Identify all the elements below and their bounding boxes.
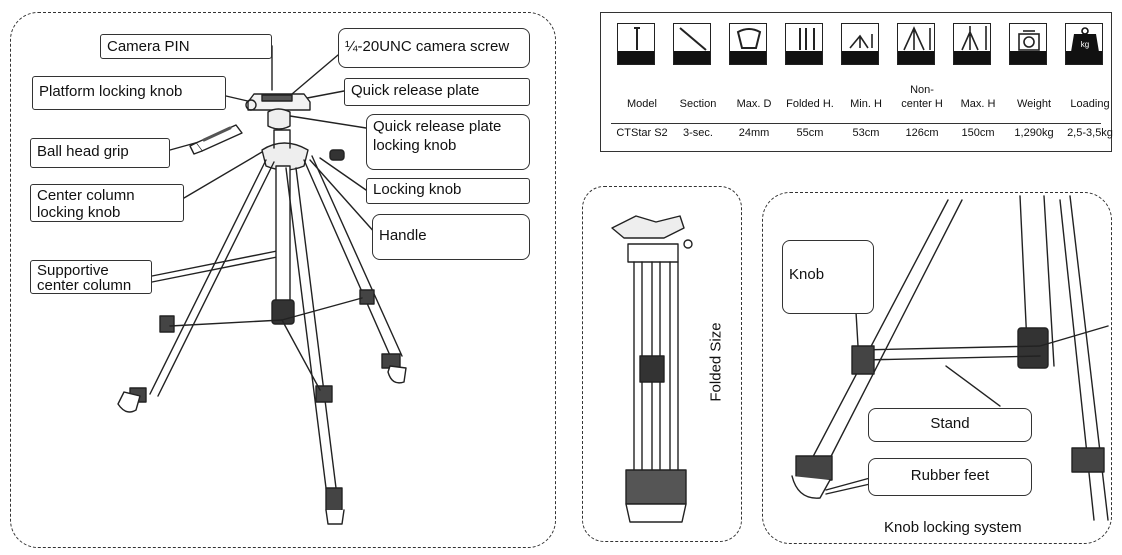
folded-size-title: Folded Size (707, 322, 725, 402)
header-section: Section (679, 98, 717, 110)
value-min-h: 53cm (852, 127, 880, 139)
tripod-overview-panel (10, 12, 556, 548)
leg-section-icon (617, 23, 655, 65)
label-qr-plate-locking-knob: Quick release plate locking knob (366, 114, 530, 170)
header-weight: Weight (1016, 98, 1052, 110)
label-rubber-feet: Rubber feet (868, 458, 1032, 496)
label-camera-screw: ¼-20UNC camera screw (338, 28, 530, 68)
header-min-h: Min. H (850, 98, 882, 110)
value-max-d: 24mm (738, 127, 770, 139)
value-weight: 1,290kg (1014, 127, 1054, 139)
header-loading: Loading (1070, 98, 1110, 110)
diameter-icon (673, 23, 711, 65)
label-center-column-locking-knob-line1: Center column (37, 187, 135, 204)
kg-text: kg (1081, 40, 1089, 49)
label-stand: Stand (868, 408, 1032, 442)
spec-table: kg Model Section Max. D Folded H. Min. H… (600, 12, 1113, 152)
leg-diameter-icon (729, 23, 767, 65)
label-camera-pin: Camera PIN (100, 34, 272, 59)
value-section: 3-sec. (683, 127, 713, 139)
value-model: CTStar S2 (616, 127, 668, 139)
value-max-h: 150cm (961, 127, 995, 139)
label-qr-plate-locking-knob-line2: locking knob (373, 137, 457, 154)
spec-divider (611, 123, 1101, 124)
label-supportive-center-column-line2: center column (37, 277, 132, 294)
label-supportive-center-column: Supportive center column (30, 260, 152, 294)
non-center-height-icon (897, 23, 935, 65)
folded-size-panel (582, 186, 742, 542)
label-platform-locking-knob: Platform locking knob (32, 76, 226, 110)
header-non-center-h: Non- center H (901, 84, 943, 110)
header-max-d: Max. D (736, 98, 772, 110)
knob-system-caption: Knob locking system (884, 519, 1022, 536)
label-center-column-locking-knob: Center column locking knob (30, 184, 184, 222)
weight-scale-icon (1009, 23, 1047, 65)
folded-height-icon (785, 23, 823, 65)
load-weight-icon: kg (1065, 23, 1103, 65)
label-knob: Knob (782, 240, 874, 314)
value-folded-h: 55cm (796, 127, 824, 139)
label-center-column-locking-knob-line2: locking knob (37, 204, 121, 221)
label-quick-release-plate: Quick release plate (344, 78, 530, 106)
label-locking-knob: Locking knob (366, 178, 530, 204)
label-handle: Handle (372, 214, 530, 260)
label-qr-plate-locking-knob-line1: Quick release plate (373, 118, 502, 135)
label-ball-head-grip: Ball head grip (30, 138, 170, 168)
value-non-center-h: 126cm (905, 127, 939, 139)
min-height-icon (841, 23, 879, 65)
label-supportive-center-column-line1: Supportive (37, 262, 109, 279)
max-height-icon (953, 23, 991, 65)
value-loading: 2,5-3,5kg (1067, 127, 1113, 139)
header-model: Model (627, 98, 657, 110)
header-max-h: Max. H (960, 98, 996, 110)
knob-system-panel (762, 192, 1112, 544)
header-folded-h: Folded H. (786, 98, 834, 110)
